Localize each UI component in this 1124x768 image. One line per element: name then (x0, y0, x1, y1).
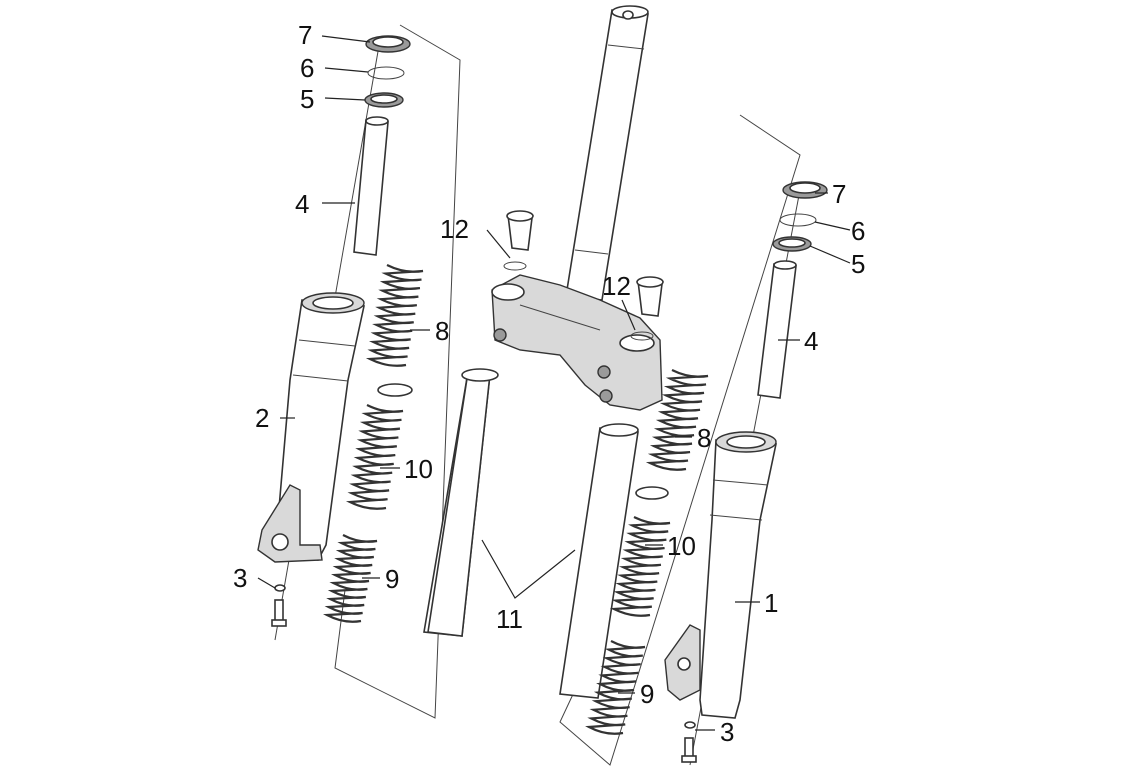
right-tube-4 (757, 260, 797, 399)
right-spring-9 (585, 640, 646, 735)
label-6-left: 6 (300, 53, 314, 83)
label-12-left: 12 (440, 214, 469, 244)
label-9-right: 9 (640, 679, 654, 709)
left-ring-6 (367, 66, 405, 80)
left-spring-10 (345, 404, 404, 510)
left-fork-leg-2 (257, 292, 365, 563)
label-1: 1 (764, 588, 778, 618)
label-10-left: 10 (404, 454, 433, 484)
right-screw-3 (681, 721, 697, 763)
left-assembly-guide (334, 24, 461, 719)
label-7-left: 7 (298, 20, 312, 50)
left-tube-4 (353, 116, 389, 256)
left-cap-7 (365, 35, 411, 53)
label-3-right: 3 (720, 717, 734, 747)
label-4-right: 4 (804, 326, 818, 356)
label-3-left: 3 (233, 563, 247, 593)
right-washer (635, 486, 669, 500)
right-assembly-guide (559, 114, 801, 766)
label-10-right: 10 (667, 531, 696, 561)
triple-clamp (491, 274, 663, 411)
left-spring-8 (365, 264, 424, 367)
right-seal-5 (772, 236, 812, 252)
label-8-right: 8 (697, 423, 711, 453)
label-2: 2 (255, 403, 269, 433)
label-5-left: 5 (300, 84, 314, 114)
label-12-right: 12 (602, 271, 631, 301)
leader-lines (257, 35, 851, 731)
label-9-left: 9 (385, 564, 399, 594)
label-4-left: 4 (295, 189, 309, 219)
right-cap-7 (782, 181, 828, 199)
right-fork-leg-1 (664, 431, 777, 719)
right-bushing (630, 276, 664, 341)
right-spring-8 (645, 369, 709, 471)
label-5-right: 5 (851, 249, 865, 279)
left-seal-5 (364, 92, 404, 108)
label-11: 11 (496, 604, 523, 634)
left-spring-9 (322, 534, 378, 623)
left-bushing (503, 210, 534, 271)
right-ring-6 (779, 213, 817, 227)
right-spring-10 (609, 516, 671, 617)
steering-stem (565, 5, 649, 301)
left-screw-3 (271, 584, 287, 627)
label-8-left: 8 (435, 316, 449, 346)
right-inner-tube-11 (559, 423, 639, 699)
label-7-right: 7 (832, 179, 846, 209)
left-inner-tube-11 (423, 368, 499, 637)
label-6-right: 6 (851, 216, 865, 246)
left-washer (377, 383, 413, 397)
